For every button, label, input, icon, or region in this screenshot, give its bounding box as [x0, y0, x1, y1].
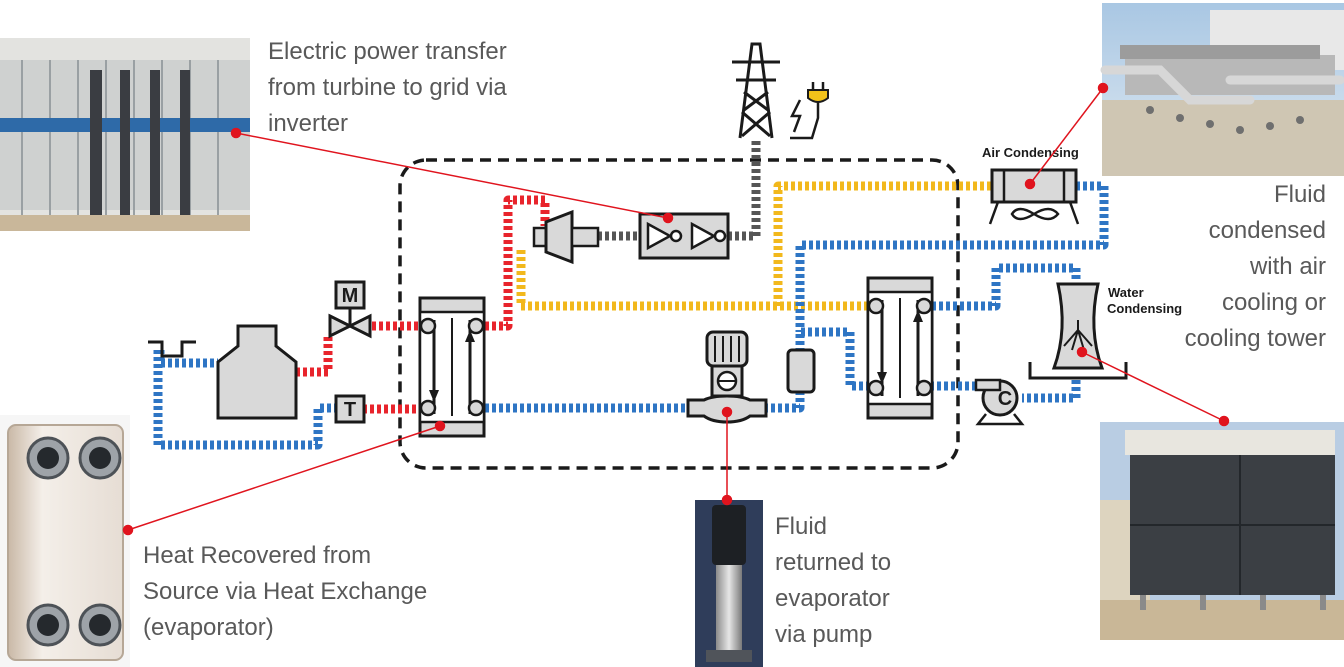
air-condenser-return-pipe [795, 181, 1109, 332]
pump-suction-pipe [764, 392, 805, 413]
cooling-tower-photo [1100, 422, 1344, 640]
callout-aircond-dot-a [1097, 82, 1109, 94]
turbine-exhaust-pipe [516, 250, 868, 311]
cooling-water-pump: C [974, 378, 1025, 426]
vapor-to-turbine-pipe [485, 195, 550, 331]
vertical-pump-photo [695, 500, 763, 667]
air-condenser-photo [1100, 3, 1344, 176]
lightning-icon [789, 99, 802, 133]
condenser-caption: Fluid condensed with air cooling or cool… [1184, 181, 1326, 352]
receiver-tank [786, 348, 816, 394]
valve-icon [328, 313, 372, 339]
vapor-to-air-condenser-pipe [773, 181, 992, 306]
callout-inverter-dot-b [662, 212, 674, 224]
callout-inverter-dot-a [230, 127, 242, 139]
hot-supply-pipe [296, 331, 333, 377]
turbine [532, 209, 600, 265]
pump-caption: Fluid returned to evaporator via pump [775, 513, 892, 648]
evaporator-heat-exchanger [418, 296, 486, 438]
source-loop-pipe [153, 350, 336, 450]
callout-evaporator-line [127, 425, 441, 531]
heat-source-inlet [148, 340, 196, 358]
callout-pump-dot-b [721, 494, 733, 506]
sensor-letter: T [344, 399, 356, 421]
power-to-grid-line [728, 140, 761, 241]
fan-icon [1010, 207, 1060, 221]
callout-tower-line [1081, 351, 1225, 422]
water-condensing-label-line2: Condensing [1107, 301, 1182, 316]
heat-source-vessel [216, 324, 298, 420]
source-return-pipe [155, 350, 218, 368]
compressor-letter: C [998, 388, 1012, 410]
plate-heat-exchanger-photo [0, 415, 130, 667]
callout-tower-dot-b [1218, 415, 1230, 427]
callout-inverter-line [235, 132, 669, 219]
valve-letter: M [342, 285, 359, 307]
condenser-heat-exchanger [866, 276, 934, 420]
callout-evaporator-dot-a [122, 524, 134, 536]
feed-pump [686, 330, 768, 424]
inverter-caption: Electric power transfer from turbine to … [268, 38, 507, 137]
inverter-cabinet-photo [0, 38, 250, 231]
motorized-valve: M [328, 280, 372, 339]
cooling-tower: Water Condensing [1028, 282, 1182, 380]
water-condensing-label-line1: Water [1108, 285, 1144, 300]
callout-tower-dot-a [1076, 346, 1088, 358]
callout-aircond-dot-b [1024, 178, 1036, 190]
tower-return-pipe [1022, 380, 1081, 403]
system-boundary [398, 158, 960, 470]
temperature-sensor: T [334, 394, 366, 424]
callout-aircond-line [1029, 87, 1104, 185]
inverter [638, 212, 730, 260]
callout-pump-dot-a [721, 406, 733, 418]
evaporator-caption: Heat Recovered from Source via Heat Exch… [143, 542, 428, 641]
water-to-tower-pipe [932, 263, 1081, 311]
callout-evaporator-dot-b [434, 420, 446, 432]
receiver-feed-pipe [795, 327, 868, 391]
plug-icon [790, 82, 829, 140]
air-condensing-label: Air Condensing [982, 145, 1079, 160]
tower-icon [732, 42, 780, 139]
